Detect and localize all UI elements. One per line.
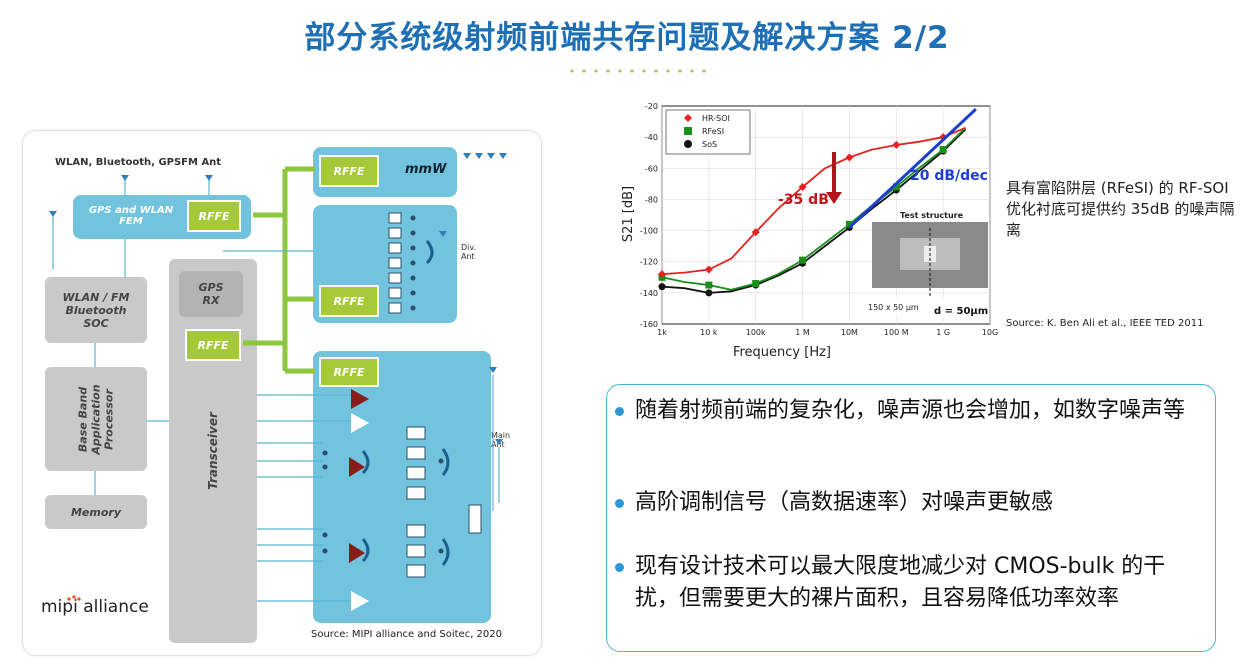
bullet-text: 现有设计技术可以最大限度地减少对 CMOS-bulk 的干扰，但需要更大的裸片面… bbox=[635, 554, 1166, 611]
drop-arrow-head bbox=[826, 192, 842, 204]
data-point bbox=[751, 228, 760, 237]
transceiver-box: Transceiver bbox=[169, 259, 257, 643]
chart-annotation-text: 具有富陷阱层 (RFeSI) 的 RF-SOI 优化衬底可提供约 35dB 的噪… bbox=[1006, 179, 1235, 239]
series-layer bbox=[658, 108, 977, 297]
data-point bbox=[658, 283, 666, 291]
rffe-main: RFFE bbox=[319, 357, 379, 387]
rffe-diversity: RFFE bbox=[319, 285, 379, 317]
y-tick-label: -20 bbox=[645, 102, 658, 111]
div-ant-label: Div. Ant bbox=[461, 243, 477, 261]
diagram-source: Source: MIPI alliance and Soitec, 2020 bbox=[311, 629, 503, 640]
memory-box: Memory bbox=[45, 495, 147, 529]
main-module-box bbox=[313, 351, 491, 623]
chart-source: Source: K. Ben Ali et al., IEEE TED 2011 bbox=[1006, 318, 1204, 329]
bullet-item: 随着射频前端的复杂化，噪声源也会增加，如数字噪声等 bbox=[615, 395, 1187, 427]
series-line-sos bbox=[661, 128, 967, 294]
data-point bbox=[845, 220, 853, 228]
rffe-mmw: RFFE bbox=[319, 155, 379, 187]
legend: HR-SOI RFeSI SoS bbox=[665, 109, 751, 155]
legend-rfesi: RFeSI bbox=[702, 127, 724, 136]
rffe-transceiver: RFFE bbox=[185, 329, 241, 361]
annotation-35db: -35 dB bbox=[778, 192, 829, 208]
y-tick-label: -100 bbox=[640, 227, 658, 236]
gps-wlan-fem-label: GPS and WLAN FEM bbox=[88, 205, 174, 227]
bullet-text: 随着射频前端的复杂化，噪声源也会增加，如数字噪声等 bbox=[635, 398, 1186, 423]
bullet-dot-icon bbox=[615, 563, 624, 572]
inset-title: Test structure bbox=[900, 211, 964, 220]
y-tick-label: -80 bbox=[645, 195, 658, 204]
data-point bbox=[939, 146, 947, 154]
data-point bbox=[705, 289, 713, 297]
y-tick-label: -40 bbox=[645, 133, 658, 142]
data-point bbox=[752, 280, 760, 288]
x-tick-label: 10G bbox=[982, 328, 998, 337]
data-point bbox=[658, 270, 666, 279]
legend-marker-rfesi bbox=[684, 127, 692, 135]
series-line-rfesi bbox=[661, 127, 967, 291]
memory-label: Memory bbox=[70, 505, 122, 519]
y-tick-label: -120 bbox=[640, 258, 658, 267]
gps-rx-label: GPS RX bbox=[198, 281, 224, 307]
data-point bbox=[845, 153, 854, 162]
legend-marker-hr-soi bbox=[684, 114, 692, 122]
bullet-text: 高阶调制信号（高数据速率）对噪声更敏感 bbox=[635, 490, 1054, 515]
y-tick-label: -60 bbox=[645, 164, 658, 173]
bullet-dot-icon bbox=[615, 499, 624, 508]
x-tick-label: 10M bbox=[841, 328, 858, 337]
baseband-box: Base Band Application Processor bbox=[45, 367, 147, 471]
main-ant-label: Main Ant bbox=[491, 431, 511, 449]
gps-rx-box: GPS RX bbox=[179, 271, 243, 317]
bullet-dot-icon bbox=[615, 407, 624, 416]
data-point bbox=[704, 265, 713, 274]
slope-reference-line bbox=[848, 108, 977, 229]
rffe-fem: RFFE bbox=[187, 200, 241, 232]
y-tick-label: -160 bbox=[640, 320, 658, 329]
amplifier-icon bbox=[349, 389, 369, 611]
inset-distance-label: d = 50µm bbox=[934, 306, 988, 317]
switch-icon bbox=[361, 240, 450, 566]
x-tick-label: 100 M bbox=[884, 328, 909, 337]
x-axis-label: Frequency [Hz] bbox=[733, 345, 831, 360]
bullet-item: 现有设计技术可以最大限度地减少对 CMOS-bulk 的干扰，但需要更大的裸片面… bbox=[615, 551, 1187, 615]
y-tick-label: -140 bbox=[640, 289, 658, 298]
rf-frontend-block-diagram: WLAN, Bluetooth, GPSFM Ant GPS and WLAN … bbox=[22, 130, 542, 656]
mmw-label: mmW bbox=[405, 162, 447, 177]
mipi-logo: mipi alliance bbox=[41, 597, 149, 617]
legend-hr-soi: HR-SOI bbox=[702, 114, 730, 123]
slide-title: 部分系统级射频前端共存问题及解决方案 2/2 bbox=[304, 20, 950, 56]
bullet-item: 高阶调制信号（高数据速率）对噪声更敏感 bbox=[615, 487, 1187, 519]
diagram-wiring bbox=[49, 153, 507, 611]
x-tick-label: 1 M bbox=[795, 328, 810, 337]
inset-size-label: 150 x 50 µm bbox=[868, 303, 919, 312]
annotation-slope: 20 dB/dec bbox=[910, 168, 988, 184]
x-tick-label: 10 k bbox=[700, 328, 718, 337]
data-point bbox=[798, 182, 807, 191]
data-point bbox=[892, 183, 900, 191]
data-point bbox=[705, 281, 713, 289]
data-point bbox=[892, 140, 901, 149]
data-point bbox=[799, 256, 807, 264]
wlan-fm-soc-label: WLAN / FM Bluetooth SOC bbox=[62, 290, 130, 330]
bullet-panel: 随着射频前端的复杂化，噪声源也会增加，如数字噪声等 高阶调制信号（高数据速率）对… bbox=[606, 384, 1216, 652]
x-tick-label: 100k bbox=[746, 328, 766, 337]
x-tick-label: 1k bbox=[657, 328, 667, 337]
legend-marker-sos bbox=[684, 140, 692, 148]
top-antenna-label: WLAN, Bluetooth, GPSFM Ant bbox=[55, 157, 222, 168]
antenna-icon bbox=[49, 153, 507, 445]
inset-caption-bg bbox=[868, 298, 988, 316]
series-line-hr-soi bbox=[661, 126, 966, 276]
wlan-fm-soc-box: WLAN / FM Bluetooth SOC bbox=[45, 277, 147, 343]
y-axis-label: S21 [dB] bbox=[621, 186, 636, 242]
legend-sos: SoS bbox=[702, 140, 717, 149]
x-tick-label: 1 G bbox=[936, 328, 950, 337]
filter-icon bbox=[388, 212, 482, 578]
title-underline-dots bbox=[566, 68, 706, 74]
